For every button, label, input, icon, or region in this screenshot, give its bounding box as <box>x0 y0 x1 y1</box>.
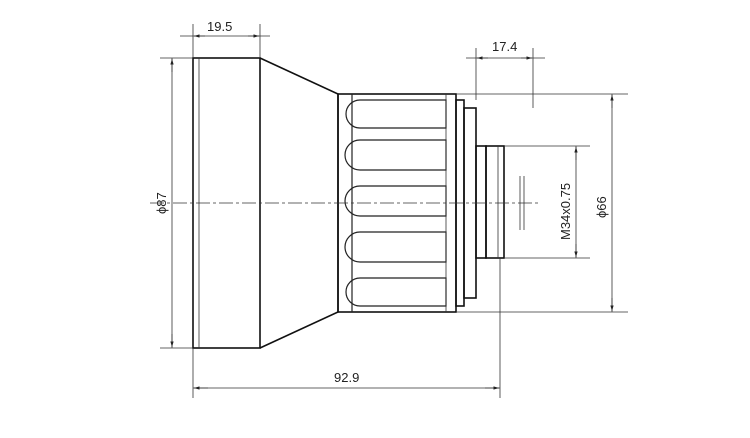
dim-rear-diameter-label: ϕ66 <box>594 196 609 218</box>
dim-rear-length: 17.4 <box>466 39 545 108</box>
dim-total-length-label: 92.9 <box>334 370 359 385</box>
dim-total-length: 92.9 <box>192 258 501 398</box>
dim-front-length-label: 19.5 <box>207 19 232 34</box>
dim-rear-length-label: 17.4 <box>492 39 517 54</box>
dim-front-length: 19.5 <box>180 19 270 58</box>
dim-front-diameter: ϕ87 <box>154 57 193 349</box>
dim-mount-thread: M34x0.75 <box>504 145 590 259</box>
dim-mount-thread-label: M34x0.75 <box>558 183 573 240</box>
dim-rear-diameter: ϕ66 <box>456 93 628 313</box>
mount-thread <box>475 145 525 259</box>
dim-front-diameter-label: ϕ87 <box>154 192 169 214</box>
